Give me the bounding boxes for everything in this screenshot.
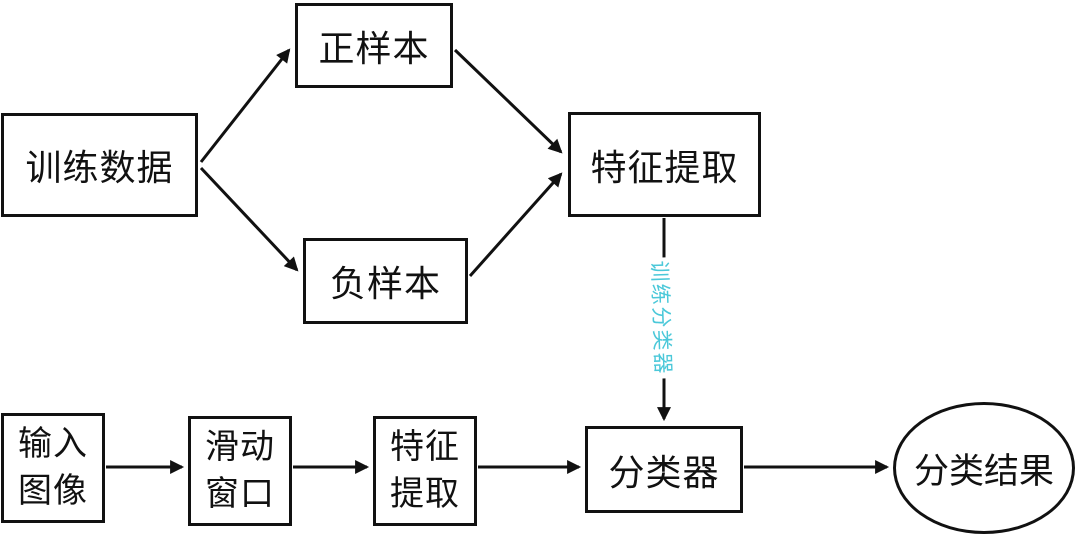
node-input-image: 输入 图像 bbox=[1, 413, 105, 523]
node-feature-extraction-top: 特征提取 bbox=[568, 112, 761, 217]
node-input-image-line1: 输入 bbox=[18, 426, 88, 463]
node-negative-sample-label: 负样本 bbox=[329, 264, 441, 304]
node-negative-sample: 负样本 bbox=[303, 238, 468, 324]
arrow-positive-to-feature bbox=[453, 48, 563, 154]
edge-label-train-classifier: 训练分类器 bbox=[643, 256, 681, 380]
node-positive-sample: 正样本 bbox=[295, 3, 453, 88]
node-classification-result-label: 分类结果 bbox=[913, 451, 1054, 491]
node-train-data: 训练数据 bbox=[1, 113, 198, 217]
arrow-traindata-to-negative bbox=[199, 166, 299, 272]
node-train-data-label: 训练数据 bbox=[25, 148, 174, 188]
node-sliding-window-line1: 滑动 bbox=[205, 429, 275, 466]
arrow-negative-to-feature bbox=[468, 172, 563, 277]
arrow-traindata-to-positive bbox=[199, 48, 291, 163]
node-feature-extraction-bottom-line2: 提取 bbox=[390, 476, 460, 513]
node-classifier: 分类器 bbox=[585, 426, 743, 513]
node-feature-extraction-bottom: 特征 提取 bbox=[373, 416, 477, 526]
node-input-image-line2: 图像 bbox=[18, 473, 88, 510]
node-classification-result: 分类结果 bbox=[893, 402, 1075, 534]
node-sliding-window-line2: 窗口 bbox=[205, 476, 275, 513]
node-sliding-window: 滑动 窗口 bbox=[188, 416, 292, 526]
node-feature-extraction-top-label: 特征提取 bbox=[590, 147, 739, 188]
node-positive-sample-label: 正样本 bbox=[318, 28, 430, 69]
node-feature-extraction-bottom-line1: 特征 bbox=[390, 429, 460, 466]
node-classifier-label: 分类器 bbox=[608, 452, 720, 493]
